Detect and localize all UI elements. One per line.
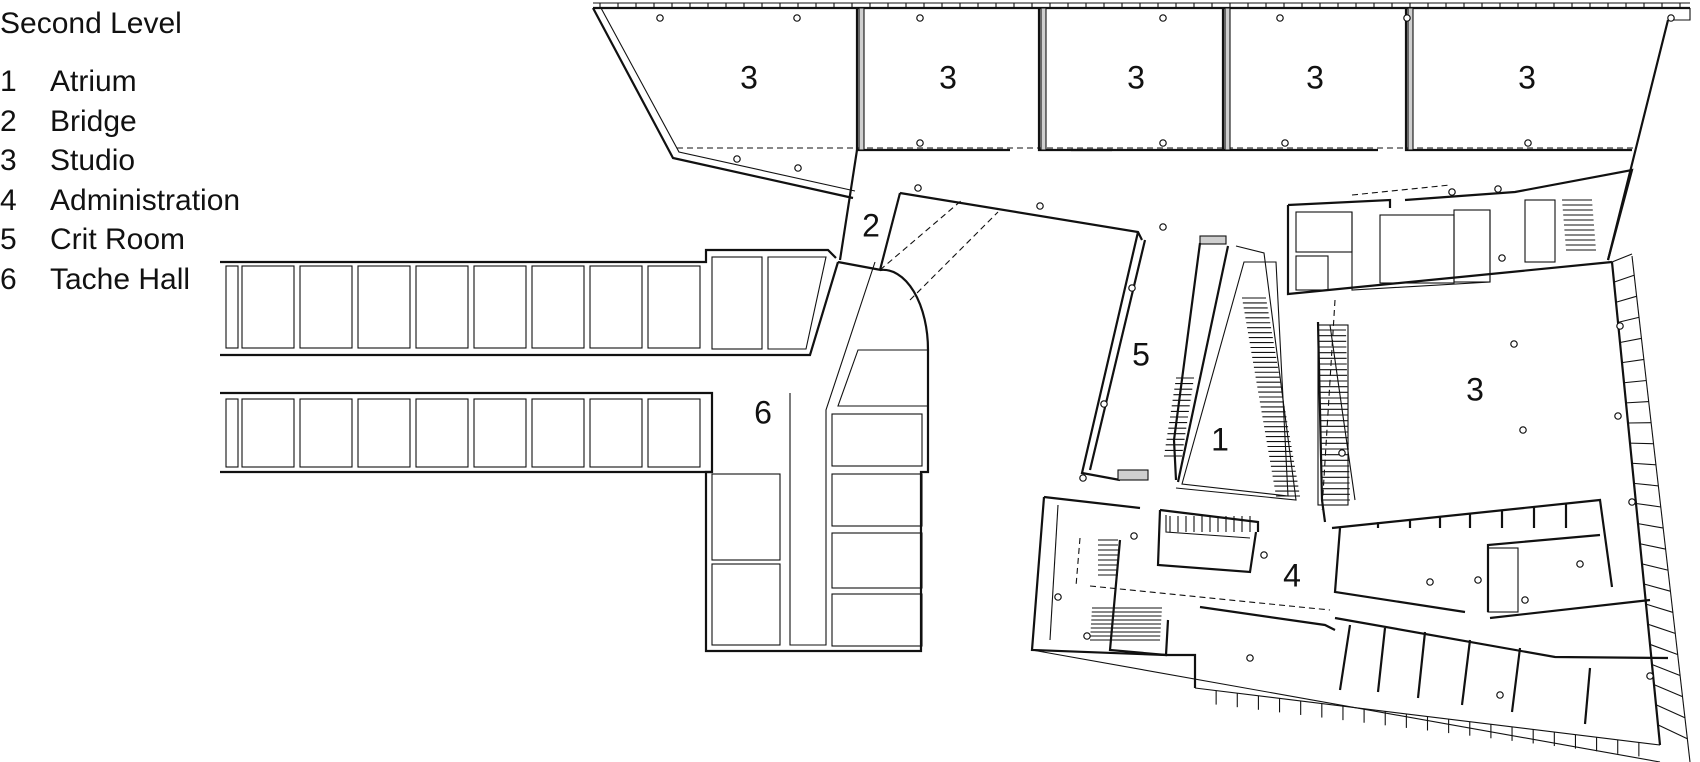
room-label-bridge: 2 — [862, 207, 880, 243]
legend-label: Crit Room — [50, 223, 186, 256]
room-label-studio: 3 — [1127, 59, 1145, 95]
south-facade — [1215, 690, 1640, 757]
room-label-crit-room: 5 — [1132, 336, 1150, 372]
room-label-studio: 3 — [1466, 371, 1484, 407]
facade-mullions — [599, 3, 1681, 8]
room-labels: 3 3 3 3 3 2 5 1 3 6 4 — [740, 59, 1536, 593]
legend-label: Atrium — [50, 65, 137, 98]
legend-title: Second Level — [0, 7, 182, 40]
legend-item: 5 Crit Room — [0, 220, 240, 260]
administration — [1030, 495, 1669, 762]
room-label-studio: 3 — [939, 59, 957, 95]
crit-stair — [1164, 377, 1194, 457]
legend: Second Level 1 Atrium 2 Bridge 3 Studio 4 Ad… — [0, 4, 240, 299]
room-label-tache-hall: 6 — [754, 394, 772, 430]
legend-number: 1 — [0, 65, 17, 98]
legend-label: Studio — [50, 144, 136, 177]
crit-room-atrium — [1079, 231, 1300, 501]
office-partitions — [1376, 503, 1568, 528]
legend-label: Tache Hall — [50, 262, 191, 296]
upper-rooms — [225, 256, 827, 350]
east-facade — [1611, 253, 1688, 740]
room-label-studio: 3 — [740, 59, 758, 95]
legend-number: 2 — [0, 104, 17, 138]
legend-label: Bridge — [50, 104, 137, 138]
room-label-administration: 4 — [1283, 557, 1301, 593]
legend-item: 2 Bridge — [0, 102, 240, 142]
legend-number: 3 — [0, 144, 17, 177]
bridge — [838, 149, 1167, 301]
room-label-studio: 3 — [1518, 59, 1536, 95]
tache-hall-wing — [220, 248, 930, 653]
lower-rooms — [225, 398, 701, 468]
legend-item: 3 Studio — [0, 141, 240, 181]
admin-stair-strip — [1169, 516, 1251, 532]
studio-band-top — [592, 2, 1691, 261]
legend-item: 4 Administration — [0, 181, 240, 221]
atrium-stair — [1242, 297, 1300, 497]
legend-number: 4 — [0, 183, 17, 217]
admin-stair — [1090, 539, 1162, 641]
service-block — [1286, 168, 1634, 296]
room-label-studio: 3 — [1306, 59, 1324, 95]
service-stair — [1562, 199, 1596, 251]
legend-item: 1 Atrium — [0, 62, 240, 102]
room-label-atrium: 1 — [1211, 421, 1229, 457]
legend-item: 6 Tache Hall — [0, 260, 240, 300]
legend-label: Administration — [50, 183, 241, 217]
legend-number: 6 — [0, 262, 17, 296]
legend-number: 5 — [0, 223, 17, 256]
studio-east — [1316, 253, 1691, 762]
south-east-offices — [1331, 498, 1651, 620]
